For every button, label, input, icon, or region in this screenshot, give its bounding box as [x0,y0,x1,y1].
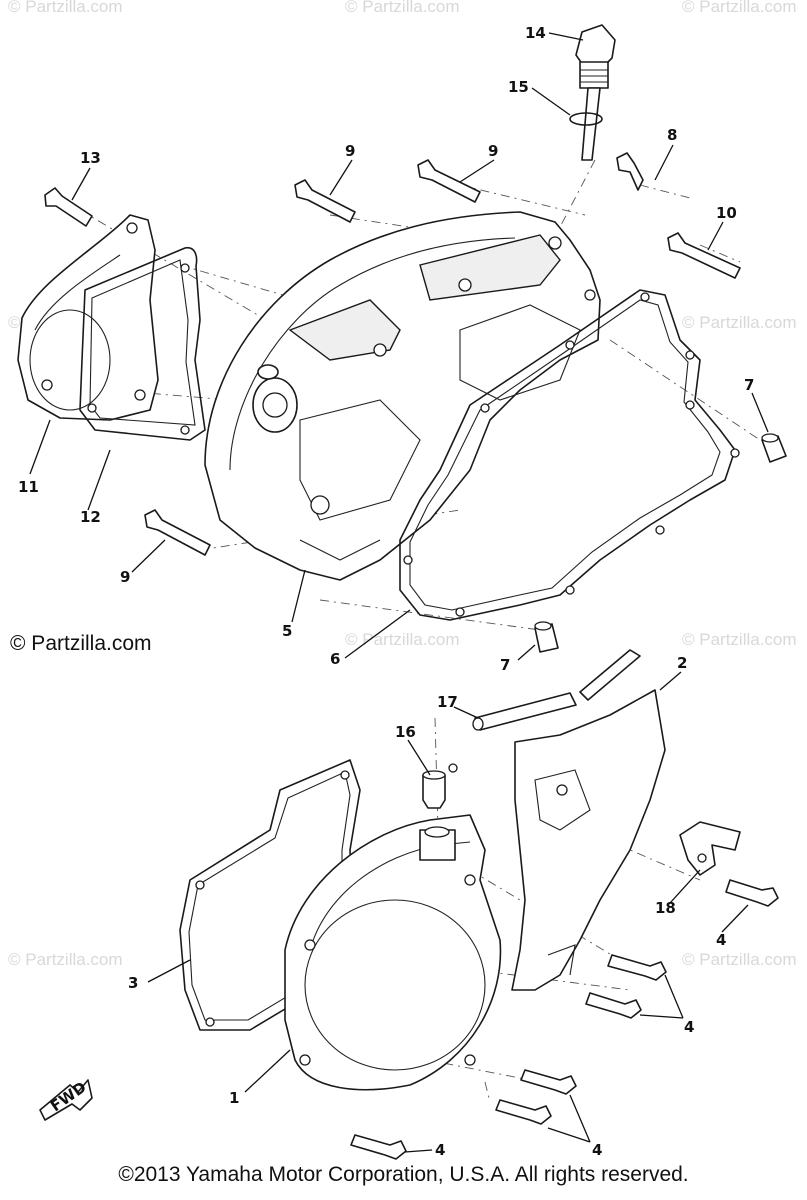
part-12-gasket [79,246,206,441]
callout-7: 7 [744,376,754,394]
callout-3: 3 [128,974,138,992]
yamaha-copyright: ©2013 Yamaha Motor Corporation, U.S.A. A… [118,1163,689,1186]
part-5-crankcase-cover [204,211,601,581]
callout-13: 13 [80,149,101,167]
watermark: © Partzilla.com [345,630,460,649]
watermark: © Partzilla.com [682,950,797,969]
part-16-fitting [422,763,458,809]
callout-9: 9 [488,142,498,160]
part-15-o-ring [569,112,603,126]
fwd-arrow-icon: FWD [39,1078,93,1121]
callouts: 14 15 13 9 9 8 10 7 11 12 9 5 6 7 2 17 1… [18,24,754,1159]
part-18-clamp [679,821,741,876]
watermark: © Partzilla.com [8,950,123,969]
callout-18: 18 [655,899,676,917]
watermark: © Partzilla.com [345,0,460,16]
callout-5: 5 [282,622,292,640]
part-1-cover [284,814,502,1091]
callout-11: 11 [18,478,39,496]
partzilla-copyright: © Partzilla.com [10,632,152,655]
leader-lines [29,32,769,1153]
callout-6: 6 [330,650,340,668]
callout-8: 8 [667,126,677,144]
part-2-cover [511,689,666,991]
bolts-upper [44,152,741,556]
watermark: © Partzilla.com [682,313,797,332]
watermark: © Partzilla.com [8,0,123,16]
callout-17: 17 [437,693,458,711]
part-4-bolts [350,879,779,1160]
callout-10: 10 [716,204,737,222]
fwd-label: FWD [47,1078,89,1115]
callout-4: 4 [684,1018,694,1036]
part-14-filler-cap [575,24,616,161]
callout-4: 4 [592,1141,602,1159]
callout-14: 14 [525,24,546,42]
watermark: © Partzilla.com [682,630,797,649]
callout-15: 15 [508,78,529,96]
callout-9: 9 [345,142,355,160]
callout-1: 1 [229,1089,239,1107]
callout-7: 7 [500,656,510,674]
part-17-hose [472,649,641,731]
callout-2: 2 [677,654,687,672]
watermark: © Partzilla.com [682,0,797,16]
callout-4: 4 [435,1141,445,1159]
callout-12: 12 [80,508,101,526]
part-11-cover [17,214,159,421]
part-6-gasket [399,289,740,621]
callout-4: 4 [716,931,726,949]
callout-16: 16 [395,723,416,741]
part-7-collars [534,433,787,653]
callout-9: 9 [120,568,130,586]
